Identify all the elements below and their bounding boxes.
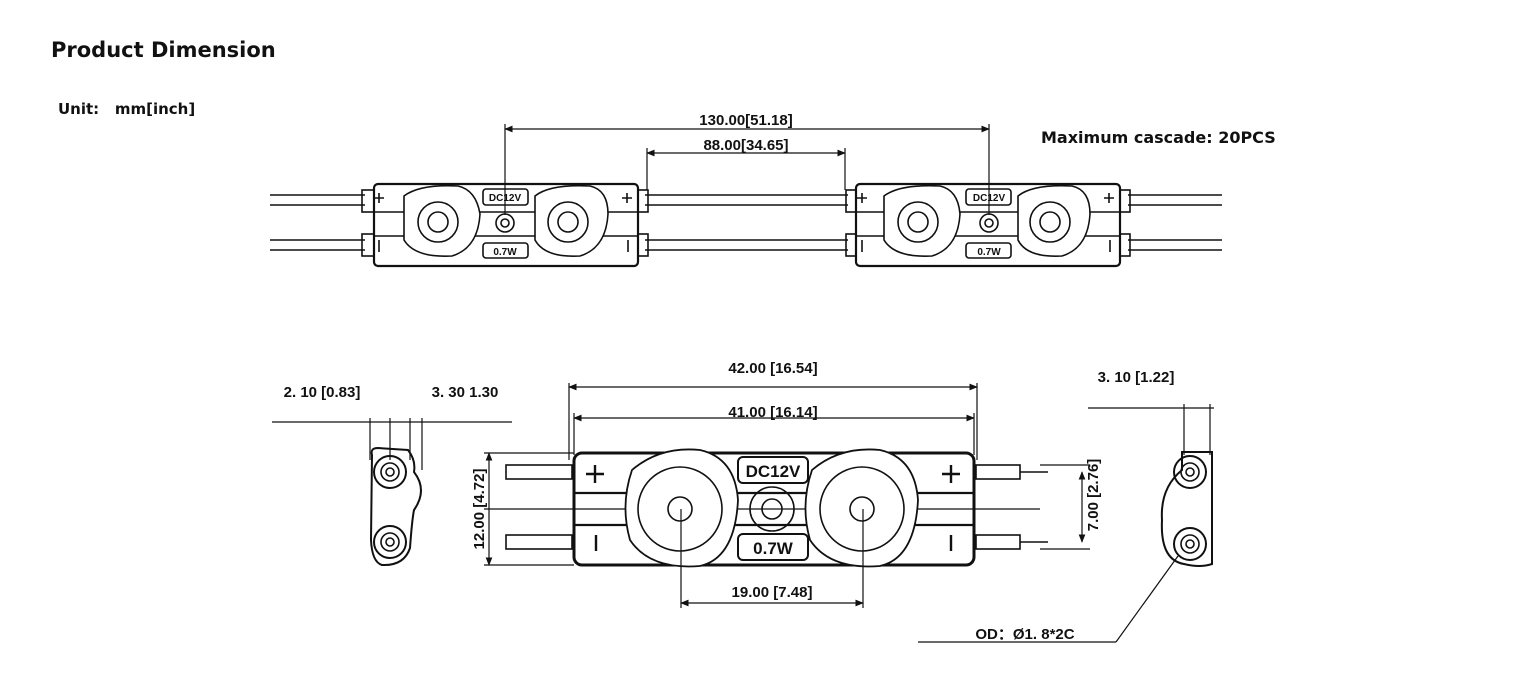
detail-front-view [484, 448, 1048, 568]
right-side-view [918, 404, 1214, 643]
dimension-pitch [504, 124, 990, 215]
dim-wire-spacing-text: 7.00 [2.76] [1085, 459, 1102, 532]
cables-top [270, 194, 1222, 251]
led-module-1 [361, 182, 649, 268]
detail-dimensions [484, 383, 1090, 608]
detail-voltage-label: DC12V [746, 462, 801, 481]
top-module2-power: 0.7W [977, 247, 1001, 258]
unit-label: Unit: mm[inch] [58, 100, 196, 118]
detail-wires [505, 464, 1048, 550]
dimension-gap [646, 148, 846, 190]
wire-spec-text: OD：Ø1. 8*2C [975, 626, 1074, 643]
dim-left-depth-text: 3. 30 1.30 [432, 384, 499, 401]
dim-lens-spacing-text: 19.00 [7.48] [732, 584, 813, 601]
max-cascade-label: Maximum cascade: 20PCS [1041, 128, 1276, 147]
dim-left-thickness-text: 2. 10 [0.83] [284, 384, 361, 401]
dim-overall-text: 42.00 [16.54] [728, 360, 817, 377]
dim-gap-text: 88.00[34.65] [703, 137, 788, 154]
detail-power-label: 0.7W [753, 539, 794, 558]
dim-body-text: 41.00 [16.14] [728, 404, 817, 421]
top-view: DC12V 0.7W DC12V 0.7W [270, 124, 1222, 268]
top-module1-power: 0.7W [493, 247, 517, 258]
dim-pitch-text: 130.00[51.18] [699, 112, 792, 129]
dim-height-text: 12.00 [4.72] [471, 469, 488, 550]
dim-right-thickness-text: 3. 10 [1.22] [1098, 369, 1175, 386]
left-side-view [272, 418, 512, 567]
page-title: Product Dimension [51, 38, 276, 62]
